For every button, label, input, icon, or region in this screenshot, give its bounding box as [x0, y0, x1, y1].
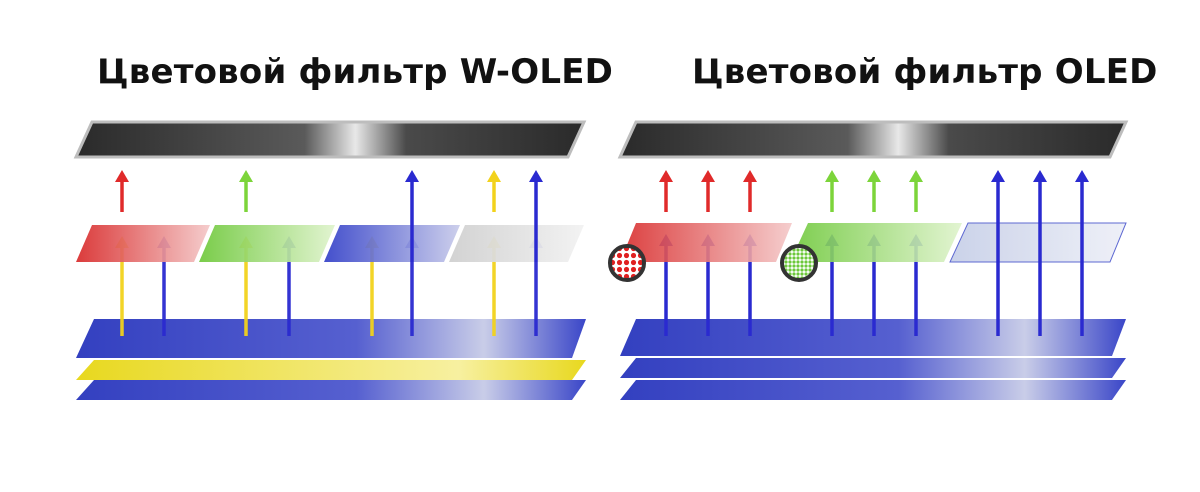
blue-arrow-up: [1033, 170, 1047, 336]
woled-layer-blue-bottom: [76, 380, 586, 400]
oled-layer-bottom: [620, 380, 1126, 400]
blue-arrow-up: [991, 170, 1005, 336]
woled-filter-blue: [324, 225, 460, 262]
red-dots-circle-icon: [608, 244, 646, 282]
title-woled: Цветовой фильтр W-OLED: [97, 52, 614, 92]
blue-arrow-up: [529, 170, 543, 262]
oled-layer-middle: [620, 358, 1126, 378]
woled-filter-green: [199, 225, 335, 262]
oled-filter-green: [790, 223, 962, 262]
green-arrow-up: [239, 170, 253, 212]
title-oled: Цветовой фильтр OLED: [692, 52, 1158, 92]
woled-layer-yellow: [76, 360, 586, 380]
blue-arrow-up: [1075, 170, 1089, 336]
oled-display-panel: [617, 120, 1129, 159]
green-arrow-up: [909, 170, 923, 212]
woled-display-panel: [73, 120, 587, 159]
red-arrow-up: [659, 170, 673, 212]
blue-arrow-up: [405, 170, 419, 262]
red-arrow-up: [743, 170, 757, 212]
green-arrow-up: [825, 170, 839, 212]
woled-diagram: [73, 120, 587, 400]
yellow-arrow-up: [487, 170, 501, 212]
green-dots-circle-icon: [780, 244, 818, 282]
red-arrow-up: [701, 170, 715, 212]
oled-filter-clear: [949, 222, 1127, 263]
red-arrow-up: [115, 170, 129, 212]
woled-filter-white: [449, 225, 584, 262]
oled-diagram: [608, 120, 1129, 400]
woled-layer-blue-top: [76, 319, 586, 358]
woled-filter-red: [76, 225, 210, 262]
green-arrow-up: [867, 170, 881, 212]
oled-filter-red: [620, 223, 792, 262]
